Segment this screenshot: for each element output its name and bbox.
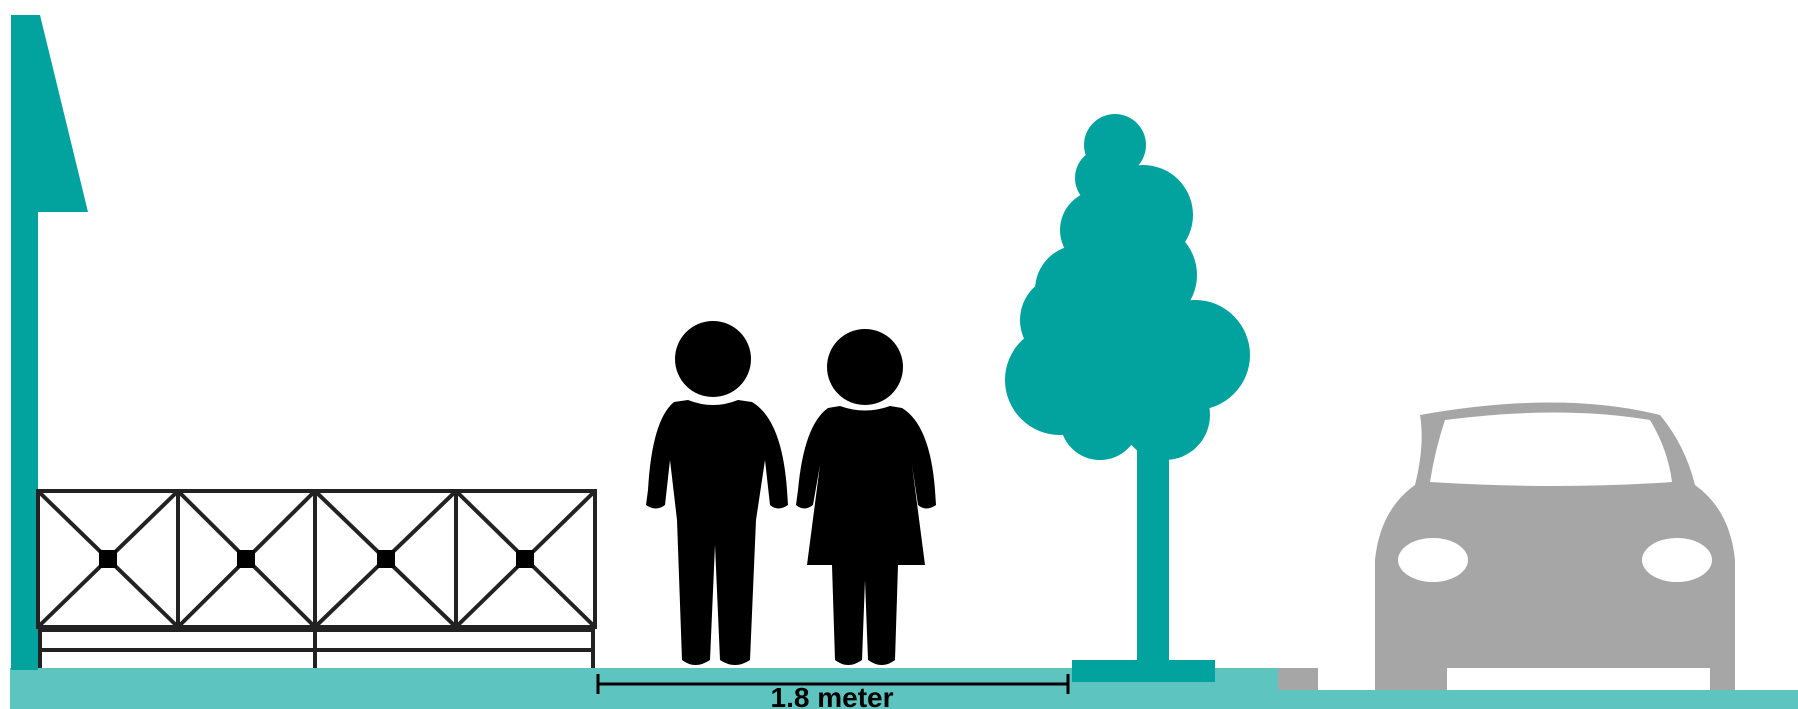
man-icon (646, 321, 788, 665)
ground (10, 668, 1798, 709)
road-strip (1278, 690, 1798, 709)
car-icon (1375, 403, 1735, 691)
tree-icon (1005, 114, 1250, 682)
curb-step (1278, 668, 1318, 690)
fence-icon (38, 491, 595, 668)
street-lamp-icon (11, 15, 88, 670)
woman-icon (796, 329, 936, 665)
measurement-label: 1.8 meter (771, 682, 894, 709)
